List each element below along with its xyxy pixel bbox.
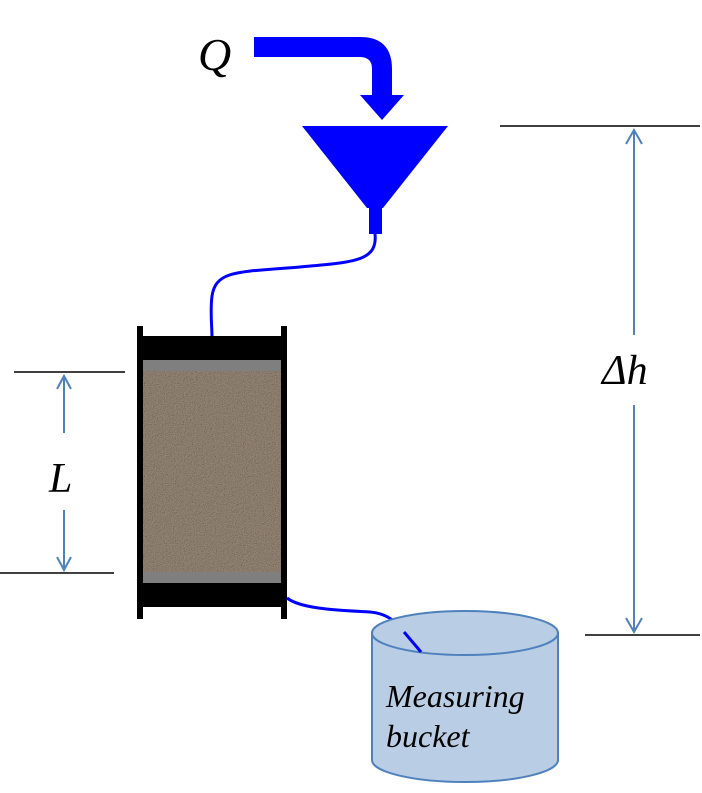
inlet-tube xyxy=(209,233,377,339)
l-dimension-arrow xyxy=(56,373,72,573)
sand-sample xyxy=(142,371,282,572)
outlet-tube-end xyxy=(402,631,423,653)
right-wall xyxy=(281,326,287,619)
flow-rate-label: Q xyxy=(198,29,232,80)
bucket-label: Measuring bucket xyxy=(386,676,525,756)
soil-column xyxy=(137,326,287,619)
dh-dimension-arrow xyxy=(625,127,643,635)
bucket-label-line1: Measuring xyxy=(386,678,525,714)
measuring-bucket xyxy=(371,610,559,783)
top-porous-stone xyxy=(142,360,282,371)
bottom-porous-stone xyxy=(142,572,282,583)
head-difference-label: Δh xyxy=(602,348,648,394)
bucket-label-line2: bucket xyxy=(386,718,470,754)
inflow-arrow-icon xyxy=(254,37,404,120)
top-cap xyxy=(137,336,287,360)
funnel-icon xyxy=(302,126,448,234)
left-wall xyxy=(137,326,143,619)
sample-length-label: L xyxy=(49,456,73,502)
bottom-cap xyxy=(137,583,287,607)
